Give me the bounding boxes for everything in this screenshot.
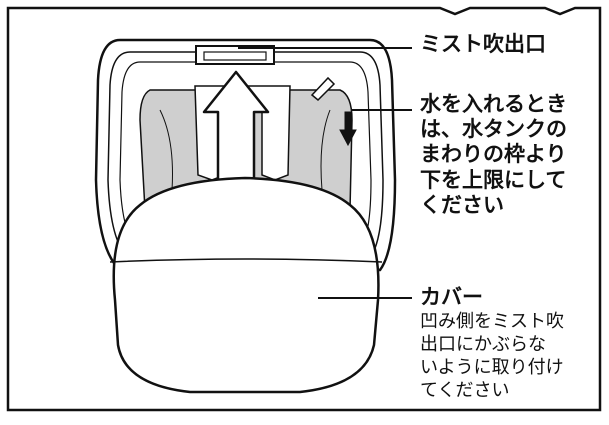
panel-frame xyxy=(6,6,602,412)
down-arrow-icon xyxy=(339,111,357,147)
water-line-5: ください xyxy=(420,192,504,217)
cover-note-line-2: 出口にかぶらな xyxy=(420,333,546,355)
cover-instruction: 凹み側をミスト吹 出口にかぶらな いように取り付け てください xyxy=(420,311,606,402)
cover xyxy=(112,176,380,394)
cover-note-line-4: てください xyxy=(420,379,510,401)
label-cover: カバー xyxy=(420,285,483,309)
label-mist-outlet: ミスト吹出口 xyxy=(420,32,546,56)
tank-shading-right xyxy=(320,109,331,191)
water-line-4: 下を上限にして xyxy=(420,167,567,192)
cover-seam xyxy=(109,258,383,263)
water-line-1: 水を入れるとき xyxy=(420,92,567,116)
tank-handle xyxy=(310,76,336,102)
tank-shading-left xyxy=(159,109,173,191)
water-line-3: まわりの枠より xyxy=(420,142,567,167)
label-water-fill-limit: 水を入れるとき は、水タンクの まわりの枠より 下を上限にして ください xyxy=(420,92,602,218)
water-line-2: は、水タンクの xyxy=(420,117,567,142)
mist-outlet-slot-inner xyxy=(203,51,267,61)
cover-note-line-1: 凹み側をミスト吹 xyxy=(420,311,564,332)
cover-note-line-3: いように取り付け xyxy=(420,356,564,378)
